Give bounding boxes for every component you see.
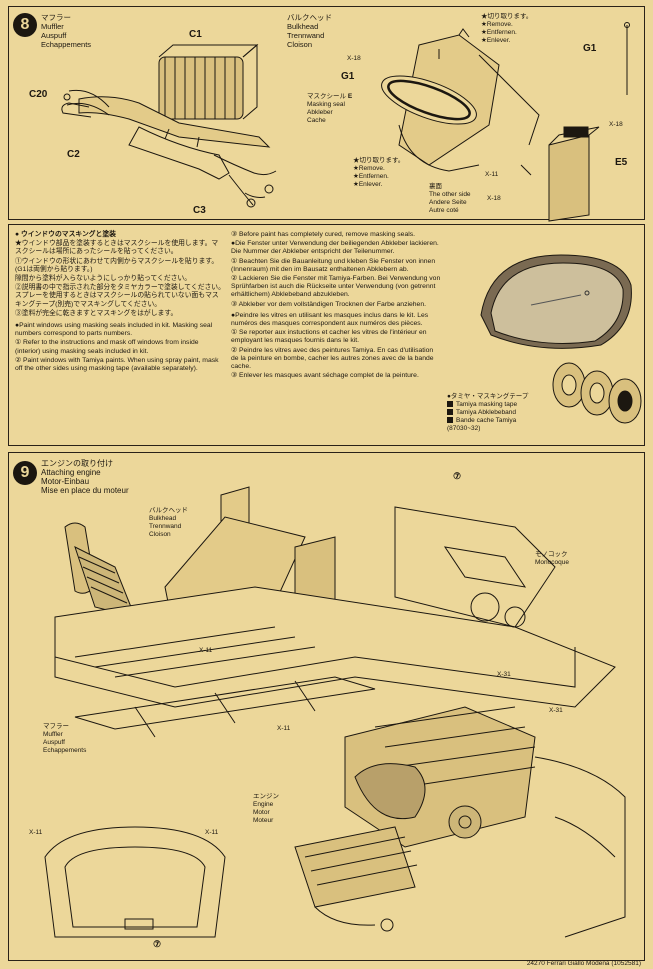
masking-title: ● ウインドウのマスキングと塗装 bbox=[15, 231, 116, 238]
muffler-assembly-drawing bbox=[61, 43, 277, 208]
bulkhead-assembly-drawing bbox=[381, 22, 630, 222]
part-c20: C20 bbox=[29, 89, 48, 100]
step-ref-mark-a: ⑦ bbox=[453, 471, 462, 481]
screw-x11: X-11 bbox=[485, 171, 499, 178]
masking-jp-column: ● ウインドウのマスキングと塗装 ★ウインドウ部品を塗装するときはマスクシールを… bbox=[15, 231, 225, 373]
step-ref-mark-b: ⑦ bbox=[153, 939, 162, 949]
part-e5: E5 bbox=[615, 157, 628, 168]
screw-x31-a: X-31 bbox=[497, 671, 511, 678]
cut-off-note-bottom: ★切り取ります。★Remove. ★Entfernen.★Enlever. bbox=[353, 157, 405, 188]
screw-x11-c: X-11 bbox=[29, 829, 43, 836]
engine-assembly-drawing bbox=[44, 486, 626, 938]
screw-x18-b: X-18 bbox=[609, 121, 623, 128]
masking-de-fr-column: ③ Before paint has completely cured, rem… bbox=[231, 231, 441, 380]
windshield-drawing bbox=[480, 254, 632, 349]
part-g1-right: G1 bbox=[583, 43, 597, 54]
masking-seal-mark: E bbox=[347, 93, 353, 100]
screw-x18-a: X-18 bbox=[347, 55, 361, 62]
part-c1: C1 bbox=[189, 29, 202, 40]
step-number: 8 bbox=[13, 13, 37, 37]
part-g1-left: G1 bbox=[341, 71, 355, 82]
screw-x11-a: X-11 bbox=[199, 647, 213, 654]
masking-panel: ● ウインドウのマスキングと塗装 ★ウインドウ部品を塗装するときはマスクシールを… bbox=[8, 224, 645, 446]
screw-x11-b: X-11 bbox=[277, 725, 291, 732]
screw-x31-b: X-31 bbox=[549, 707, 563, 714]
masking-tape-label: ●タミヤ・マスキングテープ Tamiya masking tape Tamiya… bbox=[447, 393, 529, 432]
cut-off-note-top: ★切り取ります。★Remove. ★Entfernen.★Enlever. bbox=[481, 13, 533, 44]
footer: 24270 Ferrari Giallo Modena (1052581) bbox=[526, 960, 641, 967]
part-c3: C3 bbox=[193, 205, 206, 216]
part-c2: C2 bbox=[67, 149, 80, 160]
masking-tape-drawing bbox=[552, 362, 642, 424]
screw-x18-c: X-18 bbox=[487, 195, 501, 202]
screw-x11-d: X-11 bbox=[205, 829, 219, 836]
step-number: 9 bbox=[13, 461, 37, 485]
